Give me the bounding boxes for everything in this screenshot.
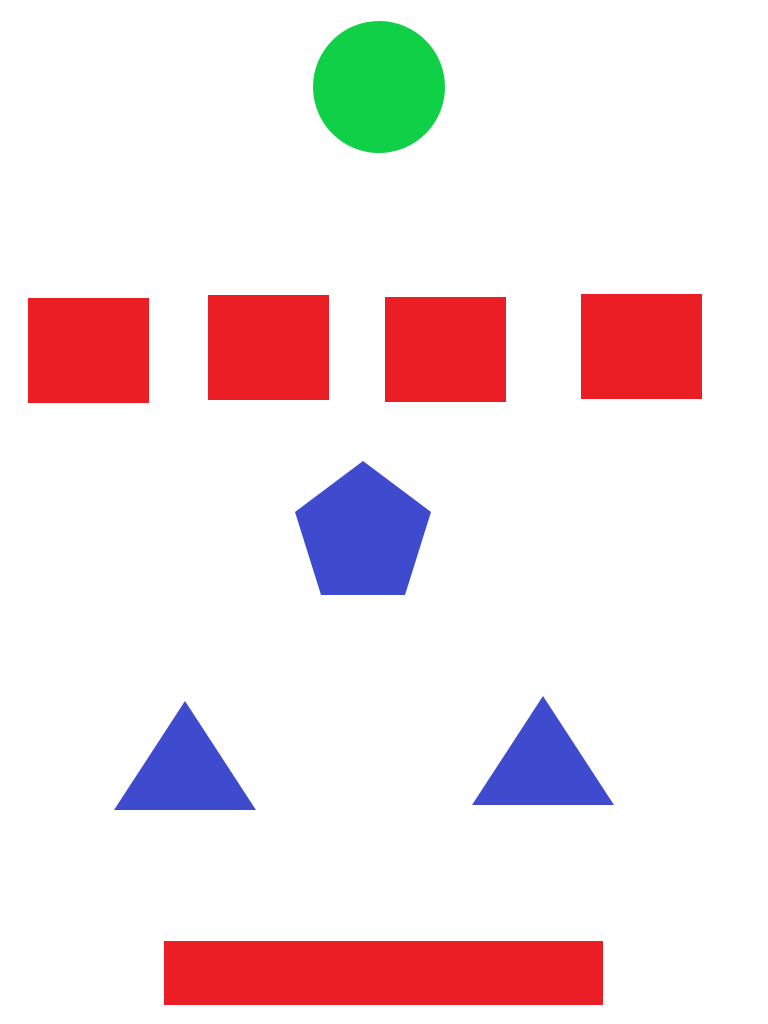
red-square-2: [208, 295, 329, 400]
green-circle: [313, 21, 445, 153]
red-square-1: [28, 298, 149, 403]
blue-pentagon: [295, 461, 431, 595]
red-square-3: [385, 297, 506, 402]
blue-triangle-right: [472, 696, 614, 805]
red-square-4: [581, 294, 702, 399]
red-bar: [164, 941, 603, 1005]
blue-triangle-left: [114, 701, 256, 810]
